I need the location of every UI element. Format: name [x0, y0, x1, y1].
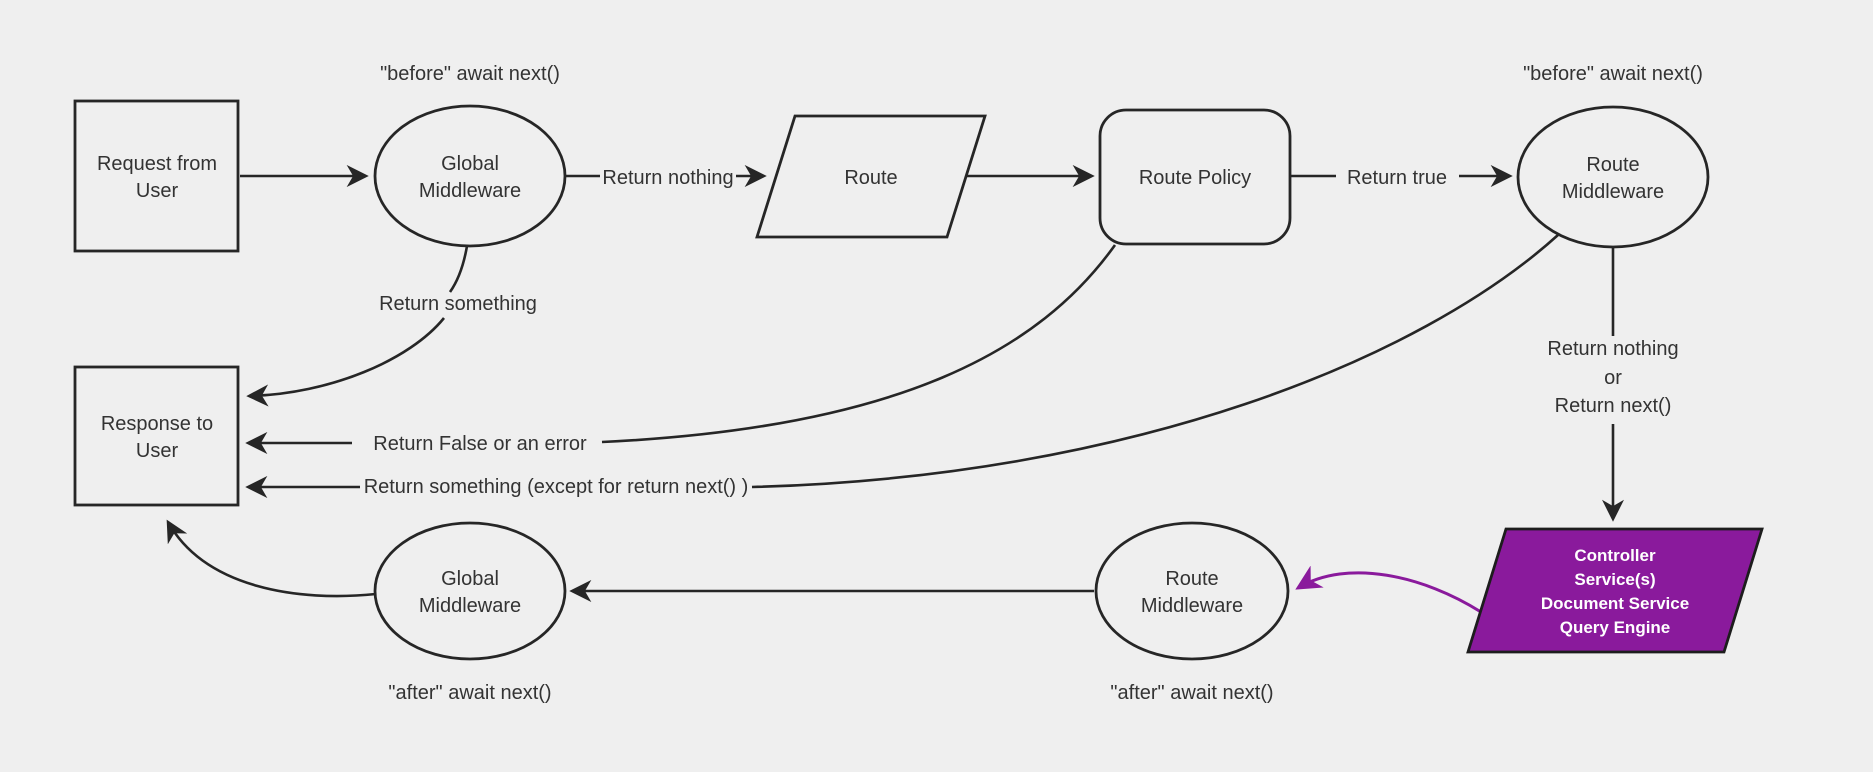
- route-label: Route: [844, 167, 897, 189]
- annotation-after-route-middleware: "after" await next(): [1110, 682, 1273, 704]
- response-to-user-label-line2: User: [136, 440, 179, 462]
- route-middleware-bottom-label-line1: Route: [1165, 568, 1218, 590]
- controller-services-label-line1: Controller: [1574, 546, 1656, 565]
- annotation-after-global-middleware: "after" await next(): [388, 682, 551, 704]
- global-middleware-top-label-line2: Middleware: [419, 180, 521, 202]
- edge-route-middleware-return-something-except: [245, 234, 1559, 499]
- edge-global-middleware-return-something: [246, 245, 469, 407]
- route-policy-label: Route Policy: [1139, 167, 1251, 189]
- global-middleware-bottom-label-line1: Global: [441, 568, 499, 590]
- edge-label-return-nothing-or-next: Return nothing or Return next(): [1547, 338, 1678, 417]
- response-to-user-node: Response to User: [73, 365, 240, 507]
- route-middleware-bottom-label-line2: Middleware: [1141, 595, 1243, 617]
- controller-services-label-line2: Service(s): [1574, 570, 1655, 589]
- route-node: Route: [755, 114, 987, 239]
- global-middleware-bottom-label-line2: Middleware: [419, 595, 521, 617]
- route-middleware-bottom-node: Route Middleware: [1094, 521, 1290, 661]
- route-middleware-top-node: Route Middleware: [1516, 105, 1710, 249]
- edge-label-return-true: Return true: [1347, 167, 1447, 189]
- annotation-before-route-middleware: "before" await next(): [1523, 63, 1703, 85]
- edge-label-return-something-except: Return something (except for return next…: [364, 476, 749, 498]
- request-from-user-label-line2: User: [136, 180, 179, 202]
- global-middleware-top-node: Global Middleware: [373, 104, 567, 248]
- controller-services-label-line4: Query Engine: [1560, 618, 1671, 637]
- edge-label-return-nothing-or-next-line3: Return next(): [1555, 395, 1672, 417]
- request-from-user-node: Request from User: [73, 99, 240, 253]
- edge-label-return-nothing-or-next-line1: Return nothing: [1547, 338, 1678, 360]
- route-middleware-top-label-line2: Middleware: [1562, 181, 1664, 203]
- annotation-before-global-middleware: "before" await next(): [380, 63, 560, 85]
- controller-services-node: Controller Service(s) Document Service Q…: [1466, 527, 1764, 654]
- edge-label-return-nothing: Return nothing: [602, 167, 733, 189]
- edge-label-return-false: Return False or an error: [373, 433, 587, 455]
- edge-route-policy-return-false: [245, 244, 1117, 455]
- route-middleware-top-label-line1: Route: [1586, 154, 1639, 176]
- edge-label-return-nothing-or-next-line2: or: [1604, 367, 1622, 389]
- controller-services-label-line3: Document Service: [1541, 594, 1689, 613]
- edge-label-return-something: Return something: [379, 293, 537, 315]
- response-to-user-label-line1: Response to: [101, 413, 213, 435]
- global-middleware-top-label-line1: Global: [441, 153, 499, 175]
- request-from-user-label-line1: Request from: [97, 153, 217, 175]
- edge-global-middleware-bottom-to-response: [166, 519, 377, 598]
- route-policy-node: Route Policy: [1098, 108, 1292, 246]
- global-middleware-bottom-node: Global Middleware: [373, 521, 567, 661]
- edge-controller-to-route-middleware-bottom: [1295, 565, 1482, 614]
